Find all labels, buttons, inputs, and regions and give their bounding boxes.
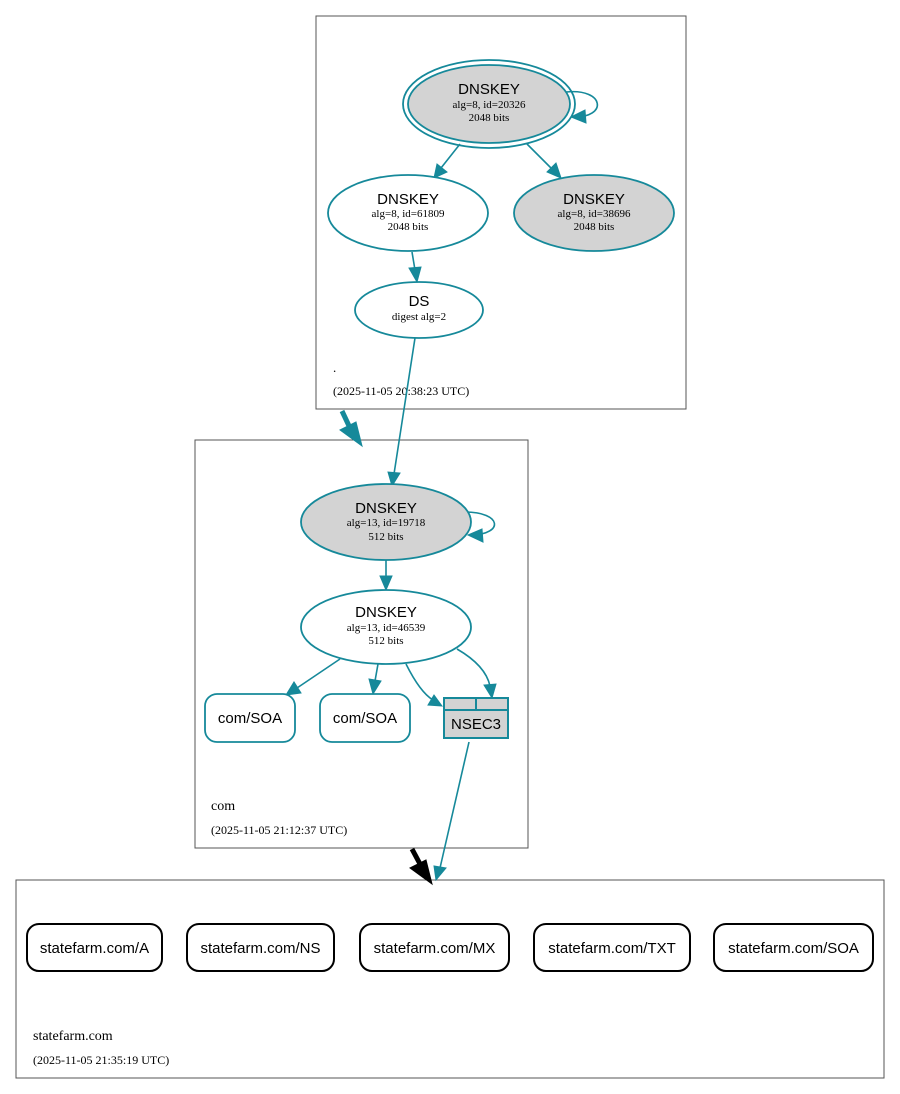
node-root-ksk-type: DNSKEY	[458, 81, 520, 98]
node-com-ksk-info: alg=13, id=19718	[347, 517, 426, 529]
node-statefarm-ns[interactable]: statefarm.com/NS	[186, 923, 335, 972]
arrowhead	[466, 528, 484, 543]
zone-statefarm-box	[15, 879, 885, 1079]
node-com-soa-1[interactable]: com/SOA	[204, 693, 296, 743]
node-root-ksk-ellipse	[407, 64, 571, 144]
delegation-root-com-arrowhead	[339, 421, 363, 448]
node-root-zsk1-type: DNSKEY	[377, 191, 439, 208]
node-root-ds-type: DS	[409, 293, 430, 310]
node-root-ksk-size: 2048 bits	[469, 112, 510, 124]
node-statefarm-mx-box	[359, 923, 510, 972]
arrowhead	[427, 694, 444, 707]
zone-statefarm-name: statefarm.com	[33, 1029, 113, 1044]
node-com-soa-2[interactable]: com/SOA	[319, 693, 411, 743]
edge-com-zsk-nsec3-b	[456, 648, 491, 687]
node-statefarm-a-box	[26, 923, 163, 972]
node-statefarm-soa-label: statefarm.com/SOA	[728, 940, 859, 957]
node-com-zsk-ellipse	[300, 589, 472, 665]
node-root-ds[interactable]: DS digest alg=2	[354, 281, 484, 339]
edge-root-zsk1-ds	[411, 251, 416, 271]
node-com-nsec3-cell	[477, 699, 507, 709]
node-statefarm-a[interactable]: statefarm.com/A	[26, 923, 163, 972]
node-statefarm-soa[interactable]: statefarm.com/SOA	[713, 923, 874, 972]
node-com-zsk-size: 512 bits	[368, 635, 403, 647]
node-com-nsec3-label: NSEC3	[451, 716, 501, 733]
node-statefarm-ns-box	[186, 923, 335, 972]
edge-ds-com-ksk	[393, 337, 416, 475]
arrowhead	[387, 471, 401, 488]
arrowhead	[408, 266, 422, 284]
node-com-zsk-type: DNSKEY	[355, 604, 417, 621]
node-root-zsk1[interactable]: DNSKEY alg=8, id=61809 2048 bits	[327, 174, 489, 252]
node-root-zsk1-ellipse	[327, 174, 489, 252]
arrowhead	[285, 681, 302, 696]
node-com-ksk-ellipse	[300, 483, 472, 561]
node-com-ksk[interactable]: DNSKEY alg=13, id=19718 512 bits	[300, 483, 472, 561]
node-root-zsk2-info: alg=8, id=38696	[558, 208, 631, 220]
arrowhead	[569, 109, 587, 124]
node-root-zsk1-info: alg=8, id=61809	[372, 208, 445, 220]
arrowhead	[433, 163, 448, 179]
node-root-zsk2[interactable]: DNSKEY alg=8, id=38696 2048 bits	[513, 174, 675, 252]
node-root-ksk[interactable]: DNSKEY alg=8, id=20326 2048 bits	[402, 59, 576, 149]
node-root-zsk2-type: DNSKEY	[563, 191, 625, 208]
node-com-soa-2-box	[319, 693, 411, 743]
node-root-ksk-outer-ring	[402, 59, 576, 149]
node-statefarm-ns-label: statefarm.com/NS	[200, 940, 320, 957]
zone-statefarm-timestamp: (2025-11-05 21:35:19 UTC)	[33, 1053, 169, 1067]
node-statefarm-soa-box	[713, 923, 874, 972]
zone-com-name: com	[211, 799, 235, 814]
zone-statefarm: statefarm.com (2025-11-05 21:35:19 UTC)	[15, 879, 885, 1079]
node-root-ds-info: digest alg=2	[392, 311, 446, 323]
edge-com-zsk-soa2	[374, 663, 379, 682]
node-com-nsec3-cell	[445, 699, 475, 709]
zone-com-timestamp: (2025-11-05 21:12:37 UTC)	[211, 823, 347, 837]
node-statefarm-txt-label: statefarm.com/TXT	[548, 940, 676, 957]
node-com-nsec3[interactable]: NSEC3	[443, 697, 509, 739]
node-com-ksk-size: 512 bits	[368, 531, 403, 543]
delegation-com-statefarm-arrowhead	[409, 859, 433, 886]
zone-root-name: .	[333, 360, 336, 375]
node-statefarm-a-label: statefarm.com/A	[40, 940, 149, 957]
node-statefarm-mx[interactable]: statefarm.com/MX	[359, 923, 510, 972]
node-com-soa-1-label: com/SOA	[218, 710, 282, 727]
edge-root-ksk-zsk1	[440, 143, 461, 169]
node-root-zsk2-ellipse	[513, 174, 675, 252]
zone-root-timestamp: (2025-11-05 20:38:23 UTC)	[333, 384, 469, 398]
edge-nsec3-statefarm	[439, 741, 470, 869]
node-statefarm-txt[interactable]: statefarm.com/TXT	[533, 923, 691, 972]
node-com-soa-2-label: com/SOA	[333, 710, 397, 727]
arrowhead	[433, 865, 447, 882]
node-com-zsk-info: alg=13, id=46539	[347, 622, 426, 634]
node-root-zsk1-size: 2048 bits	[388, 221, 429, 233]
delegation-com-statefarm	[409, 847, 423, 866]
arrowhead	[379, 575, 393, 592]
edges	[285, 90, 599, 886]
edge-com-zsk-soa1	[296, 658, 341, 689]
node-root-ksk-info: alg=8, id=20326	[453, 99, 526, 111]
edge-root-ksk-zsk2	[526, 143, 553, 170]
node-com-ksk-type: DNSKEY	[355, 500, 417, 517]
node-com-soa-1-box	[204, 693, 296, 743]
arrowhead	[368, 678, 382, 696]
node-root-zsk2-size: 2048 bits	[574, 221, 615, 233]
node-statefarm-mx-label: statefarm.com/MX	[374, 940, 496, 957]
node-com-zsk[interactable]: DNSKEY alg=13, id=46539 512 bits	[300, 589, 472, 665]
node-root-ds-ellipse	[354, 281, 484, 339]
edge-com-zsk-nsec3-a	[405, 663, 434, 701]
arrowhead	[483, 683, 497, 700]
arrowhead	[546, 162, 562, 179]
node-statefarm-txt-box	[533, 923, 691, 972]
